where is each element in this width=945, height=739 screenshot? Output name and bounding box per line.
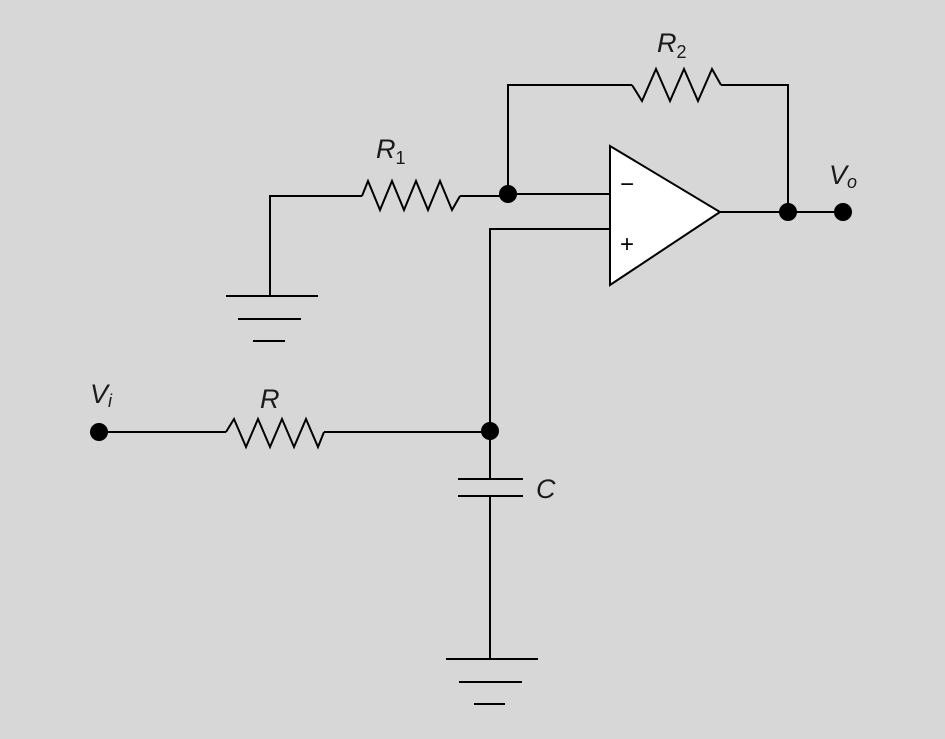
- label-vi: Vi: [90, 379, 113, 411]
- feedback-wire-left: [507, 84, 632, 194]
- noninverting-sign: +: [620, 231, 634, 258]
- noninverting-input-wire: [489, 228, 610, 431]
- resistor-r1: [361, 178, 461, 213]
- label-r1: R1: [376, 134, 406, 168]
- label-vo: Vo: [829, 160, 857, 192]
- label-c: C: [536, 474, 556, 504]
- feedback-wire-right: [721, 84, 789, 212]
- resistor-r2: [631, 66, 722, 104]
- ground-symbol-c: [446, 658, 538, 705]
- terminal-vo: [834, 203, 852, 221]
- node-rc-junction: [481, 422, 499, 440]
- node-output-junction: [779, 203, 797, 221]
- terminal-vi: [90, 423, 108, 441]
- resistor-r: [225, 416, 325, 450]
- ground-symbol-r1: [226, 295, 318, 342]
- opamp-triangle: [609, 144, 722, 287]
- node-inverting-junction: [499, 185, 517, 203]
- r1-ground-wire: [269, 195, 362, 296]
- inverting-sign: −: [620, 171, 634, 198]
- label-r2: R2: [657, 28, 687, 62]
- label-r: R: [260, 384, 280, 414]
